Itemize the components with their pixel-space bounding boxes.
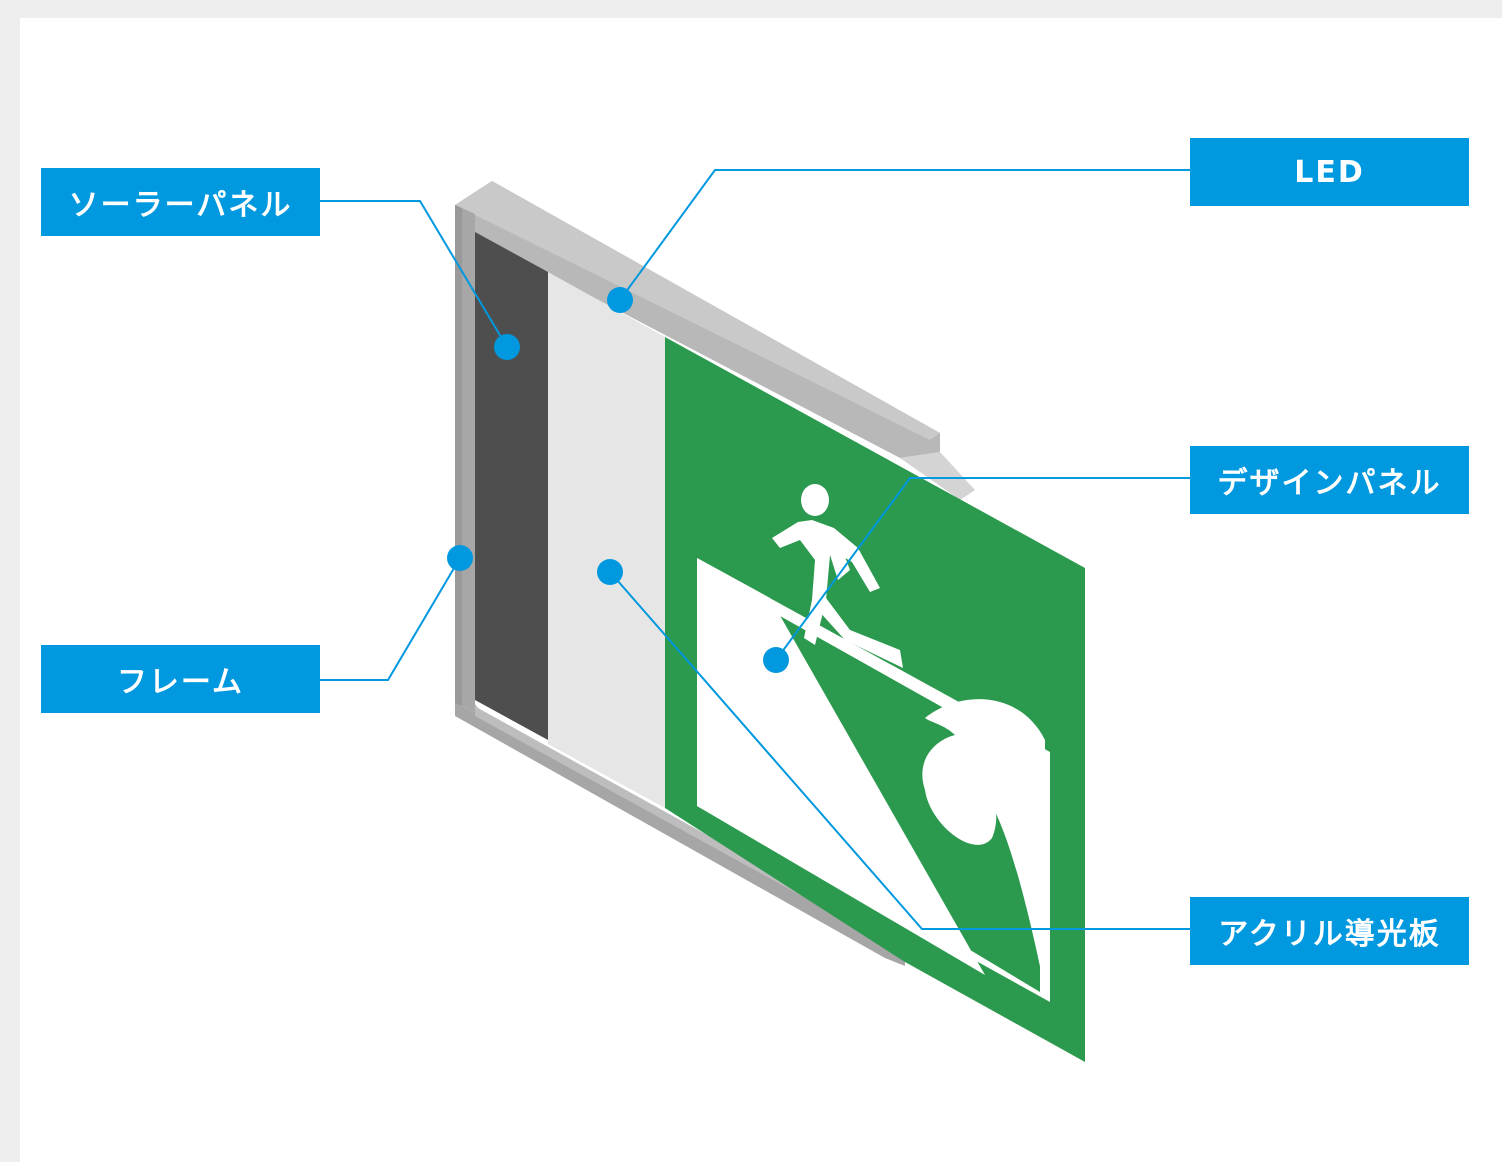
dot-solar-panel (494, 334, 520, 360)
dot-frame (447, 545, 473, 571)
dot-design-panel (763, 647, 789, 673)
design-panel (665, 337, 1085, 1062)
leader-lines (320, 169, 1190, 930)
acrylic-light-guide (548, 272, 665, 808)
label-solar-panel: ソーラーパネル (41, 168, 320, 236)
leader-line-led (619, 169, 1190, 301)
label-acrylic-light-guide: アクリル導光板 (1190, 897, 1469, 965)
dot-led (607, 287, 633, 313)
leader-line-solar-panel (320, 200, 508, 348)
label-design-panel: デザインパネル (1190, 446, 1469, 514)
tsunami-wave-icon (922, 699, 1045, 990)
leader-line-frame (320, 557, 461, 681)
leader-dots (447, 287, 789, 673)
dot-acrylic (597, 559, 623, 585)
leader-line-design-panel (775, 477, 1190, 661)
solar-panel (475, 232, 548, 740)
running-person-icon (772, 484, 903, 668)
leader-line-acrylic (609, 571, 1190, 930)
label-frame: フレーム (41, 645, 320, 713)
label-led: LED (1190, 138, 1469, 206)
